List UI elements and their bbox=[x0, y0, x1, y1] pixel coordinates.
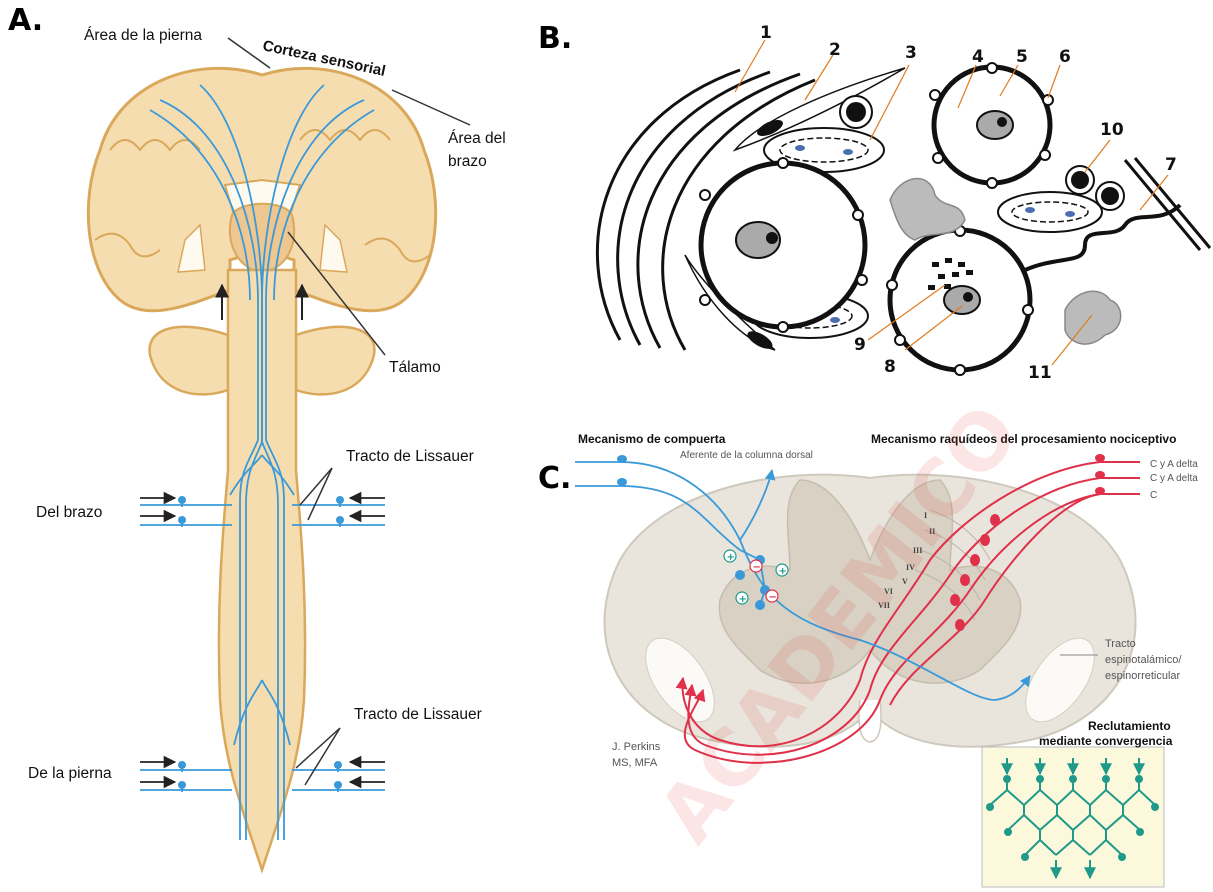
from-leg-label: De la pierna bbox=[28, 765, 112, 782]
label-8: 8 bbox=[884, 357, 896, 377]
label-1: 1 bbox=[760, 23, 772, 43]
svg-text:+: + bbox=[779, 566, 787, 577]
lissauer-tract-label-upper: Tracto de Lissauer bbox=[346, 448, 474, 465]
recruitment-title-line1: Reclutamiento bbox=[1088, 719, 1171, 733]
svg-text:+: + bbox=[739, 594, 747, 605]
arm-area-label-line1: Área del bbox=[448, 130, 506, 147]
arm-input-left bbox=[140, 496, 232, 527]
fiber-label-2: C y A delta bbox=[1150, 473, 1198, 484]
leg-input-left bbox=[140, 761, 232, 792]
capillary bbox=[998, 192, 1102, 232]
label-3: 3 bbox=[905, 43, 917, 63]
panel-c-letter: C. bbox=[538, 461, 571, 496]
author-label-line2: MS, MFA bbox=[612, 757, 658, 769]
thalamus-label: Tálamo bbox=[389, 359, 441, 376]
label-9: 9 bbox=[854, 335, 866, 355]
fiber-label-1: C y A delta bbox=[1150, 459, 1198, 470]
neuron-soma-medium bbox=[934, 67, 1050, 183]
label-10: 10 bbox=[1100, 120, 1124, 140]
from-arm-label: Del brazo bbox=[36, 504, 102, 521]
label-2: 2 bbox=[829, 40, 841, 60]
svg-text:−: − bbox=[769, 592, 777, 603]
label-4: 4 bbox=[972, 47, 984, 67]
dorsal-afferent-label: Aferente de la columna dorsal bbox=[680, 450, 813, 461]
label-7: 7 bbox=[1165, 155, 1177, 175]
svg-text:−: − bbox=[753, 562, 761, 573]
arm-area-label-line2: brazo bbox=[448, 153, 487, 170]
leg-input-right bbox=[292, 761, 385, 792]
thalamus bbox=[230, 204, 294, 272]
label-11: 11 bbox=[1028, 363, 1052, 383]
tract-label-line1: Tracto bbox=[1105, 638, 1136, 650]
recruitment-title-line2: mediante convergencia bbox=[1039, 734, 1173, 748]
author-label-line1: J. Perkins bbox=[612, 741, 661, 753]
tract-label-line3: espinorreticular bbox=[1105, 670, 1181, 682]
glial-cell bbox=[890, 179, 965, 240]
fiber-label-3: C bbox=[1150, 490, 1157, 501]
panel-b-letter: B. bbox=[538, 21, 572, 56]
label-6: 6 bbox=[1059, 47, 1071, 67]
svg-text:+: + bbox=[727, 552, 735, 563]
neuron-soma-large bbox=[701, 163, 865, 327]
arm-input-right bbox=[292, 496, 385, 527]
convergence-inset bbox=[982, 747, 1164, 887]
lissauer-tract-label-lower: Tracto de Lissauer bbox=[354, 706, 482, 723]
tract-label-line2: espinotalámico/ bbox=[1105, 654, 1182, 666]
panel-a-letter: A. bbox=[8, 3, 43, 38]
leg-area-label: Área de la pierna bbox=[84, 27, 202, 44]
gate-mechanism-title: Mecanismo de compuerta bbox=[578, 432, 726, 446]
glial-cell bbox=[1065, 291, 1121, 344]
panel-b-dorsal-root-ganglion: B. 1 2 3 4 5 6 7 8 9 10 11 bbox=[538, 21, 1210, 383]
label-5: 5 bbox=[1016, 47, 1028, 67]
panel-a-brain-spinal-cord: A. Área de la pierna Corteza sensorial Á… bbox=[8, 3, 506, 870]
